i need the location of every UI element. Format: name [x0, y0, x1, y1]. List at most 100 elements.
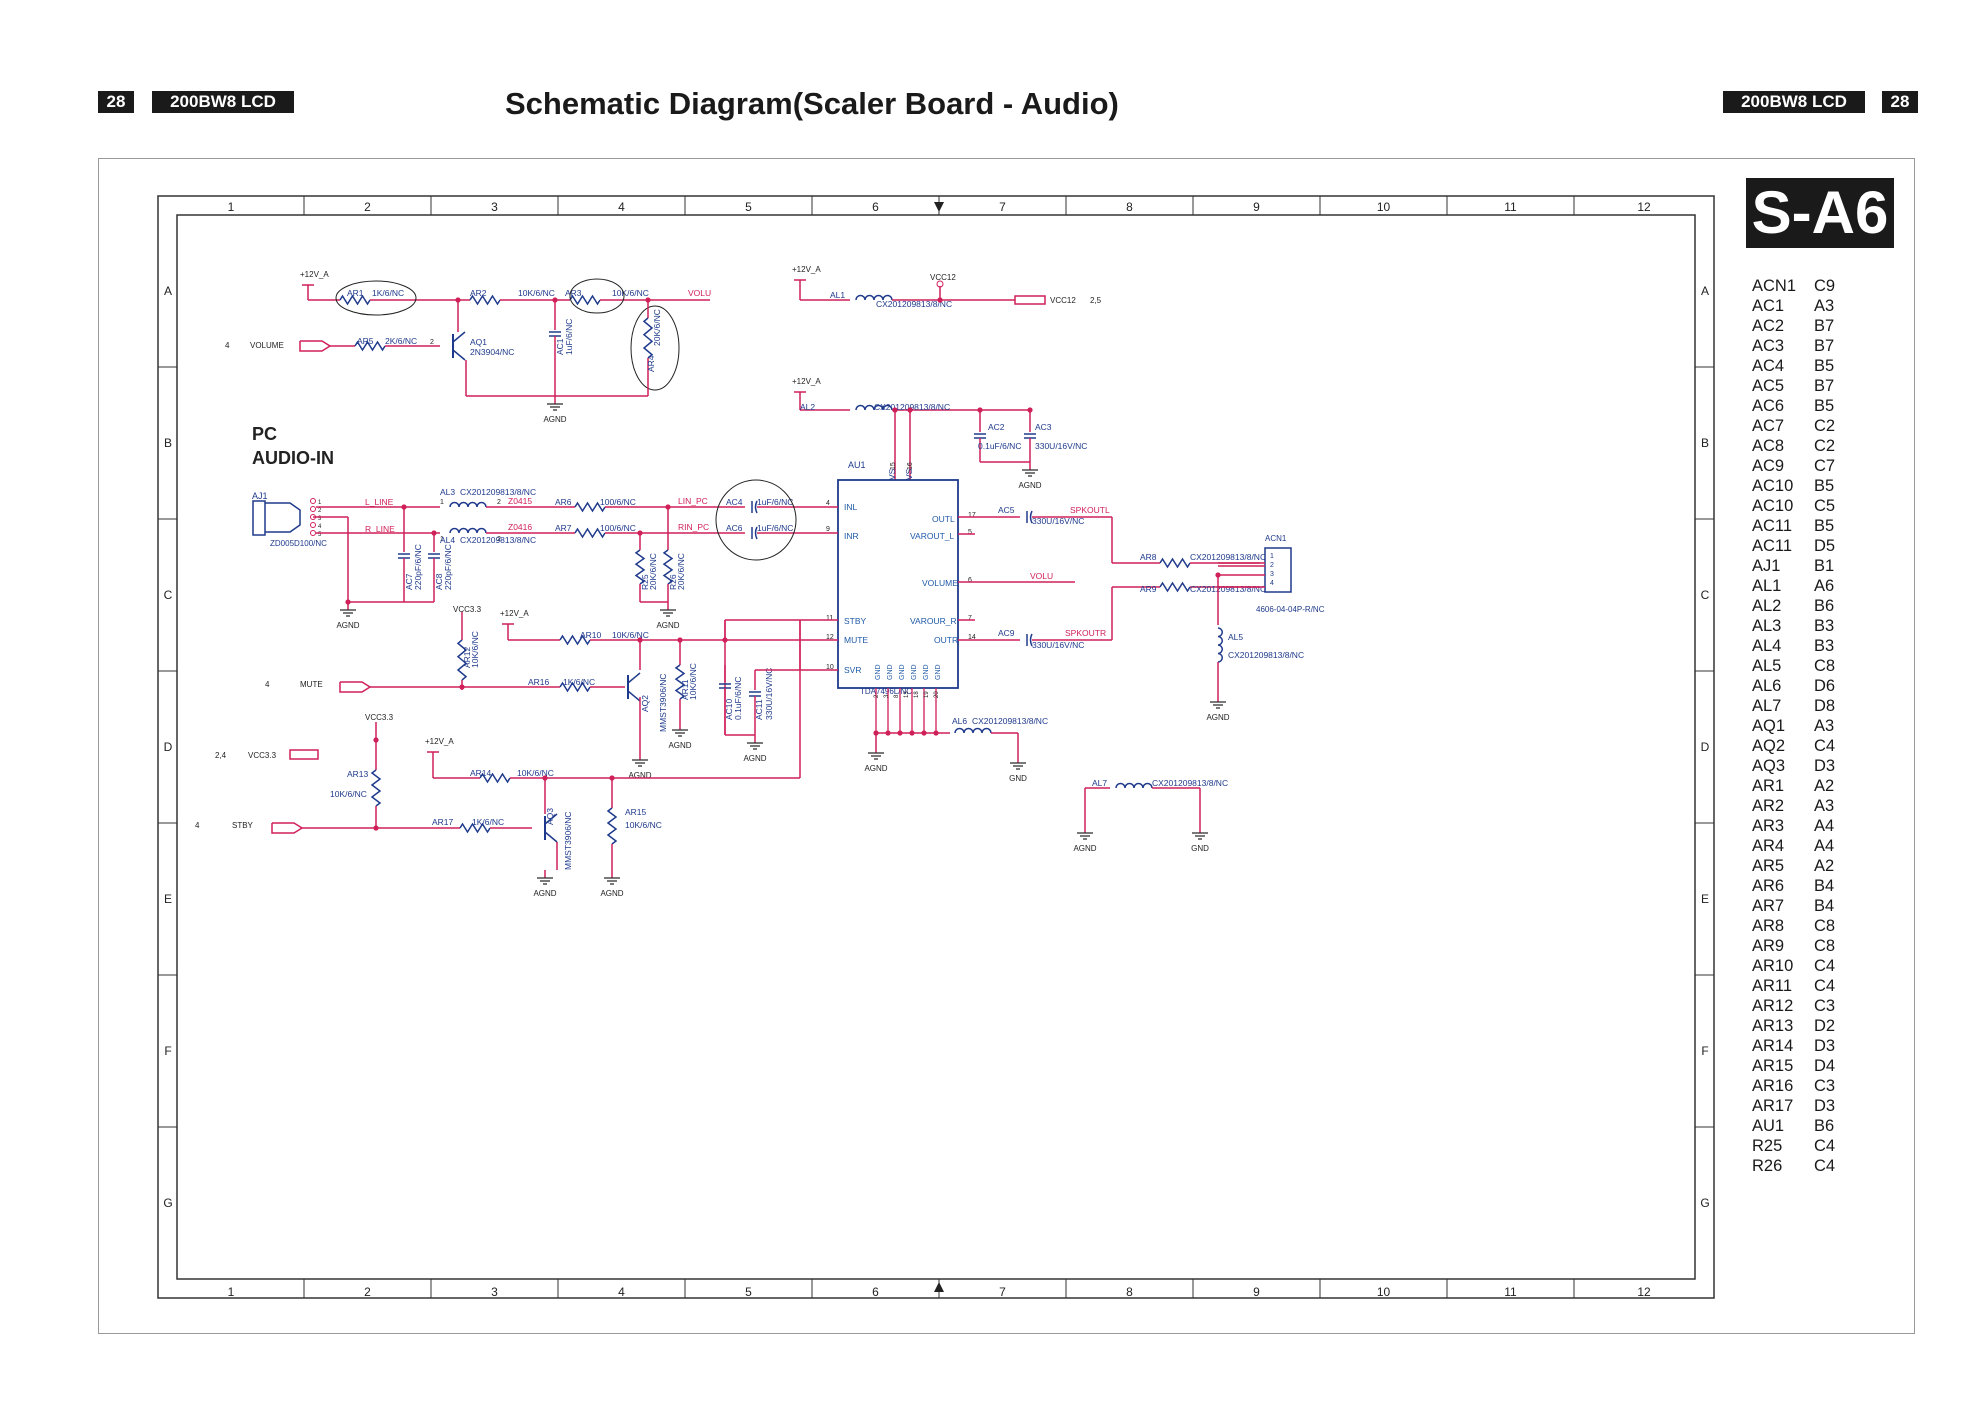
reference-grid-cell: C2: [1814, 437, 1836, 455]
resistor-symbol: [469, 294, 501, 306]
label-aq2v: MMST3906/NC: [658, 673, 668, 732]
reference-component: AC10: [1752, 497, 1794, 515]
reference-component: AC2: [1752, 317, 1785, 335]
reference-component: ACN1: [1752, 277, 1797, 295]
ground-label: AGND: [668, 741, 691, 750]
label-spkoutr: SPKOUTR: [1065, 628, 1106, 638]
label-vcc33: VCC3.3: [248, 751, 277, 760]
inductor-symbol: [954, 727, 992, 734]
label-ar6v: 100/6/NC: [600, 497, 636, 507]
reference-grid-cell: C4: [1814, 1157, 1836, 1175]
reference-grid-cell: C2: [1814, 417, 1836, 435]
reference-component: AR16: [1752, 1077, 1794, 1095]
reference-component: AC1: [1752, 297, 1785, 315]
label-vcc33_pages: 2,4: [215, 751, 227, 760]
label-ar7v: 100/6/NC: [600, 523, 636, 533]
label-ferrite: CX201209813/8/NC: [1152, 778, 1228, 788]
label-ar15v: 10K/6/NC: [625, 820, 662, 830]
transistor-lead: [627, 690, 641, 702]
reference-component: AC5: [1752, 377, 1785, 395]
label-svr: SVR: [844, 665, 861, 675]
grid-row-label-left: E: [164, 892, 172, 906]
label-ferrite: CX201209813/8/NC: [972, 716, 1048, 726]
resistor-symbol: [559, 681, 591, 693]
label-vcc33: VCC3.3: [365, 713, 394, 722]
grid-column-label-top: 5: [745, 200, 752, 214]
label-varout_l: VAROUT_L: [910, 531, 955, 541]
label-ac10v: 0.1uF/6/NC: [733, 677, 743, 720]
junction-dot: [921, 730, 927, 736]
label-vcc12: VCC12: [930, 273, 956, 282]
center-marker-top: [934, 202, 944, 212]
transistor-lead: [544, 831, 558, 843]
label-ar1v: 1K/6/NC: [372, 288, 404, 298]
label-l_line: L_LINE: [365, 497, 394, 507]
grid-column-label-top: 12: [1637, 200, 1651, 214]
connector-pin-number: 4: [1270, 580, 1274, 587]
label-ac4: AC4: [726, 497, 743, 507]
reference-component: AC6: [1752, 397, 1785, 415]
label-z0416: Z0416: [508, 522, 532, 532]
reference-component: AL2: [1752, 597, 1782, 615]
reference-component: AR17: [1752, 1097, 1794, 1115]
reference-component: AR11: [1752, 977, 1793, 995]
junction-dot: [542, 775, 548, 781]
label-pin12: 12: [826, 634, 834, 641]
ic-ground-pin-number: 3: [884, 694, 890, 698]
highlight-circle: [630, 305, 680, 391]
grid-column-label-bottom: 8: [1126, 1285, 1133, 1299]
label-p1: 1: [440, 499, 444, 506]
grid-column-label-bottom: 10: [1377, 1285, 1391, 1299]
inductor-symbol: [1217, 627, 1223, 663]
reference-grid-cell: B6: [1814, 597, 1835, 615]
reference-grid-cell: B5: [1814, 477, 1835, 495]
grid-column-label-bottom: 5: [745, 1285, 752, 1299]
reference-component: AR3: [1752, 817, 1785, 835]
label-pin11: 11: [826, 615, 833, 622]
jack-pin-number: 5: [318, 532, 322, 538]
label-al2: AL2: [800, 402, 815, 412]
power-label: +12V_A: [500, 609, 529, 618]
reference-grid-cell: B3: [1814, 637, 1835, 655]
reference-component: AR12: [1752, 997, 1794, 1015]
ground-label: GND: [1009, 774, 1027, 783]
power-label: +12V_A: [425, 737, 454, 746]
label-aq1v: 2N3904/NC: [470, 347, 514, 357]
reference-grid-cell: D5: [1814, 537, 1836, 555]
reference-grid-cell: B7: [1814, 377, 1835, 395]
label-ac6v: 1uF/6/NC: [757, 523, 793, 533]
label-ar13: AR13: [347, 769, 369, 779]
label-pin17: 17: [968, 512, 976, 519]
label-inl: INL: [844, 502, 858, 512]
reference-grid-cell: B4: [1814, 897, 1835, 915]
grid-row-label-left: A: [164, 284, 172, 298]
label-aj1: AJ1: [252, 491, 268, 501]
label-ar9: AR9: [1140, 584, 1157, 594]
label-r26: R26: [668, 574, 678, 590]
power-label: +12V_A: [300, 270, 329, 279]
reference-component: AQ1: [1752, 717, 1786, 735]
reference-component: AR9: [1752, 937, 1785, 955]
resistor-symbol: [370, 769, 382, 807]
reference-component: AR14: [1752, 1037, 1794, 1055]
label-spkoutl: SPKOUTL: [1070, 505, 1110, 515]
reference-grid-cell: A6: [1814, 577, 1835, 595]
ic-ground-pin-number: 13: [904, 691, 910, 698]
resistor-symbol: [459, 822, 491, 834]
label-aq2: AQ2: [640, 695, 650, 712]
port-symbol: [271, 822, 304, 834]
model-label-right: 200BW8 LCD: [1723, 91, 1865, 113]
resistor-symbol: [339, 294, 371, 306]
reference-component: AC11: [1752, 517, 1793, 535]
